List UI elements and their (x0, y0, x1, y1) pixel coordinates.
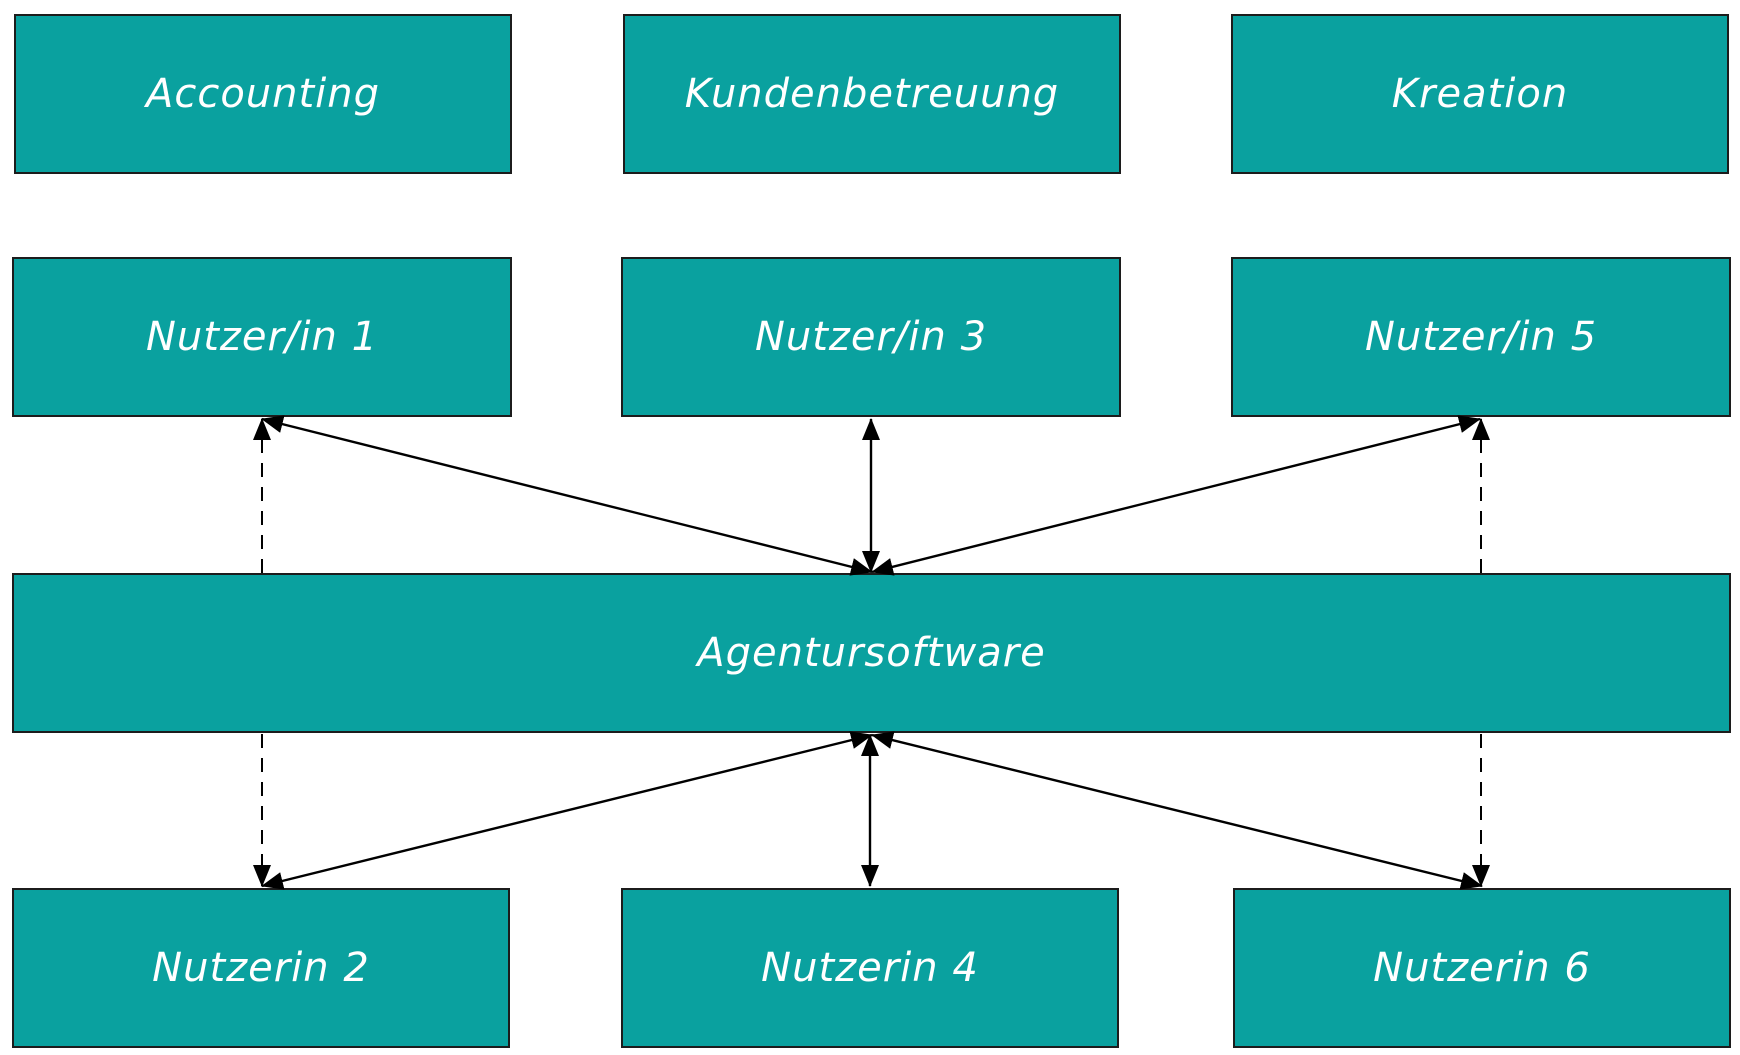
connector-nutzer1-software (261, 415, 873, 576)
connector-software-nutzerin2 (261, 731, 873, 890)
connector-nutzer5-software (871, 415, 1481, 576)
connector-software-nutzerin6 (871, 731, 1483, 890)
user-box-nutzer-5: Nutzer/in 5 (1231, 257, 1731, 417)
